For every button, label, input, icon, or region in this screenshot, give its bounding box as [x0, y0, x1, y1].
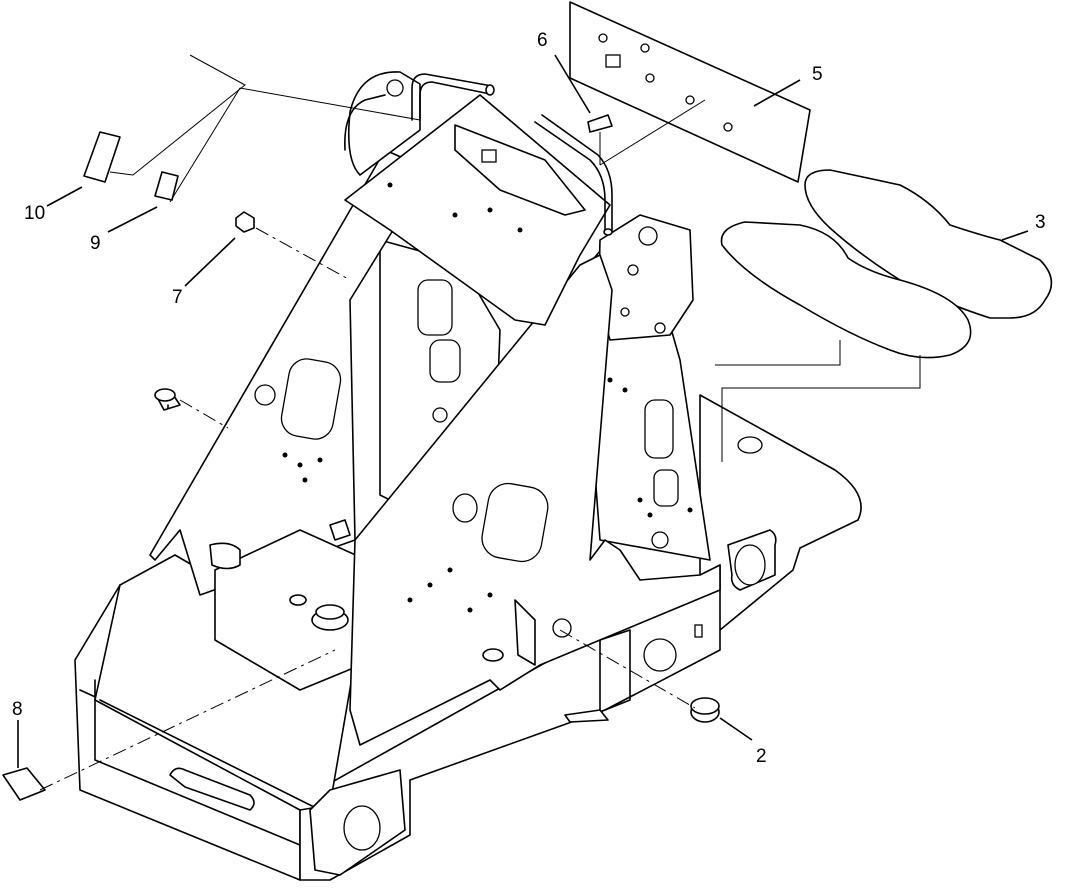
- callout-6: 6: [537, 30, 548, 51]
- callout-10: 10: [24, 203, 45, 224]
- callout-3: 3: [1035, 212, 1046, 233]
- callout-labels: 2 3 5 6 7 8 9 10: [12, 30, 1046, 767]
- mat-part-3: [804, 169, 1053, 319]
- callout-8: 8: [12, 699, 23, 720]
- decal-part-6: [587, 114, 613, 165]
- decal-part-10: [83, 54, 246, 183]
- leader-lines: [17, 54, 1029, 768]
- decal-part-9: [154, 87, 421, 203]
- decal-part-5: [569, 1, 811, 183]
- callout-7: 7: [172, 287, 183, 308]
- mat-part-4: [715, 221, 972, 462]
- mounting-holes: [282, 182, 693, 613]
- callout-9: 9: [90, 233, 101, 254]
- center-side-plate: [349, 254, 721, 746]
- clip-part-7: [235, 211, 351, 281]
- right-upright: [579, 214, 711, 561]
- handle-bars: [344, 73, 613, 236]
- plug-left: [154, 388, 229, 429]
- base-plate-right: [699, 394, 862, 631]
- callout-2: 2: [756, 746, 767, 767]
- plug-part-2: [559, 629, 720, 723]
- bottom-right-detail: [309, 544, 766, 876]
- callout-5: 5: [812, 64, 823, 85]
- decal-part-8: [2, 649, 336, 801]
- upper-console: [344, 71, 611, 326]
